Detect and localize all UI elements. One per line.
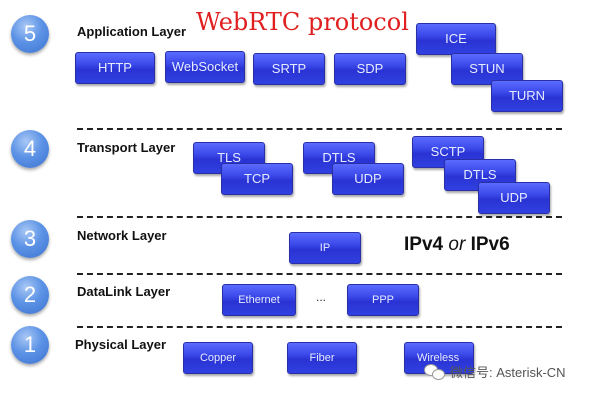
watermark-text: 微信号: Asterisk-CN — [450, 365, 566, 380]
protocol-srtp: SRTP — [253, 53, 325, 85]
protocol-websocket: WebSocket — [165, 51, 245, 83]
divider-4-3 — [77, 216, 562, 218]
layer-3-badge: 3 — [11, 220, 49, 258]
network-layer-label: Network Layer — [77, 228, 167, 243]
layer-2-badge: 2 — [11, 276, 49, 314]
protocol-copper: Copper — [183, 342, 253, 374]
ipv6-text: IPv6 — [470, 234, 510, 255]
protocol-sdp: SDP — [334, 53, 406, 85]
physical-layer-label: Physical Layer — [75, 337, 167, 352]
protocol-ppp: PPP — [347, 284, 419, 316]
protocol-ip: IP — [289, 232, 361, 264]
layer-4-badge: 4 — [11, 130, 49, 168]
page-title: WebRTC protocol — [196, 8, 409, 36]
transport-layer-label: Transport Layer — [77, 140, 176, 155]
protocol-ice: ICE — [416, 23, 496, 55]
protocol-udp-2: UDP — [478, 182, 550, 214]
protocol-stun: STUN — [451, 53, 523, 85]
divider-3-2 — [77, 273, 562, 275]
ip-version-note: IPv4 or IPv6 — [404, 234, 510, 256]
application-layer-label: Application Layer — [77, 24, 187, 39]
watermark: 微信号: Asterisk-CN — [424, 362, 566, 381]
divider-5-4 — [77, 128, 562, 130]
protocol-http: HTTP — [75, 52, 155, 84]
protocol-turn: TURN — [491, 80, 563, 112]
datalink-layer-label: DataLink Layer — [77, 284, 171, 299]
divider-2-1 — [77, 326, 562, 328]
wechat-icon — [424, 363, 446, 380]
or-text: or — [448, 234, 466, 255]
layer-5-badge: 5 — [11, 15, 49, 53]
protocol-ethernet: Ethernet — [222, 284, 296, 316]
ipv4-text: IPv4 — [404, 234, 444, 255]
protocol-udp: UDP — [332, 163, 404, 195]
protocol-fiber: Fiber — [287, 342, 357, 374]
layer-1-badge: 1 — [11, 326, 49, 364]
protocol-wireless: Wireless — [404, 342, 474, 374]
protocol-tcp: TCP — [221, 163, 293, 195]
ellipsis: ... — [316, 290, 327, 304]
